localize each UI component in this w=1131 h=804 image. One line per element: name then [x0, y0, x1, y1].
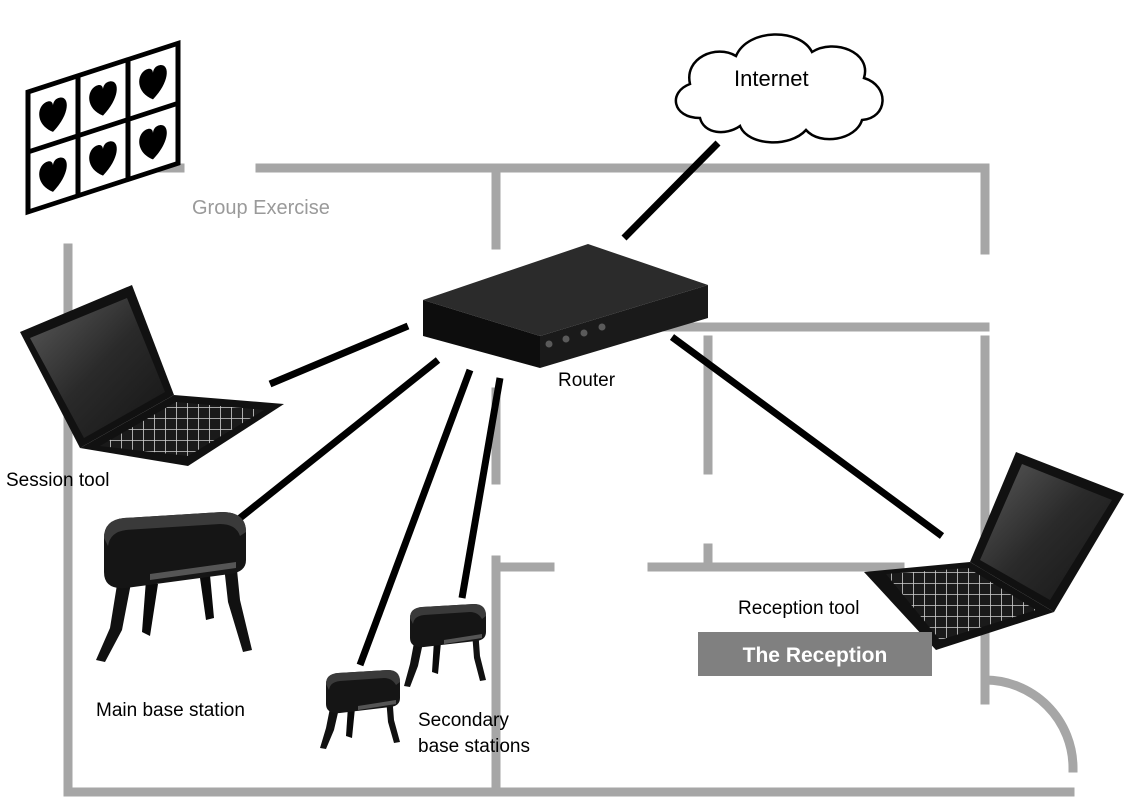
link-router-reception: [669, 334, 945, 539]
laptop-icon: [20, 285, 284, 466]
laptop-icon: [864, 452, 1124, 650]
reception-badge: The Reception: [698, 632, 932, 676]
connections: [237, 140, 945, 667]
internet-label: Internet: [734, 66, 809, 91]
base-station-icon: [404, 604, 486, 687]
link-internet-router: [621, 140, 721, 241]
floor-plan: [63, 163, 1078, 797]
group-exercise-label: Group Exercise: [192, 197, 330, 219]
reception-tool-label: Reception tool: [738, 598, 859, 619]
link-router-secondary-2: [458, 377, 504, 599]
secondary-label-line1: Secondary: [418, 710, 509, 731]
heart-display-icon: [25, 39, 181, 216]
session-tool-label: Session tool: [6, 470, 110, 491]
link-router-session: [268, 322, 410, 388]
main-base-station-label: Main base station: [96, 700, 245, 721]
base-station-icon: [96, 512, 252, 662]
link-router-secondary-1: [356, 368, 474, 667]
router-icon: [423, 244, 708, 368]
link-router-main-base: [237, 357, 441, 521]
cloud-icon: [674, 33, 884, 144]
router-label: Router: [558, 370, 616, 391]
secondary-label-line2: base stations: [418, 736, 530, 757]
base-station-icon: [320, 670, 400, 749]
reception-badge-label: The Reception: [743, 644, 888, 667]
door-arc: [980, 675, 1078, 773]
outer-wall: [63, 163, 1075, 797]
